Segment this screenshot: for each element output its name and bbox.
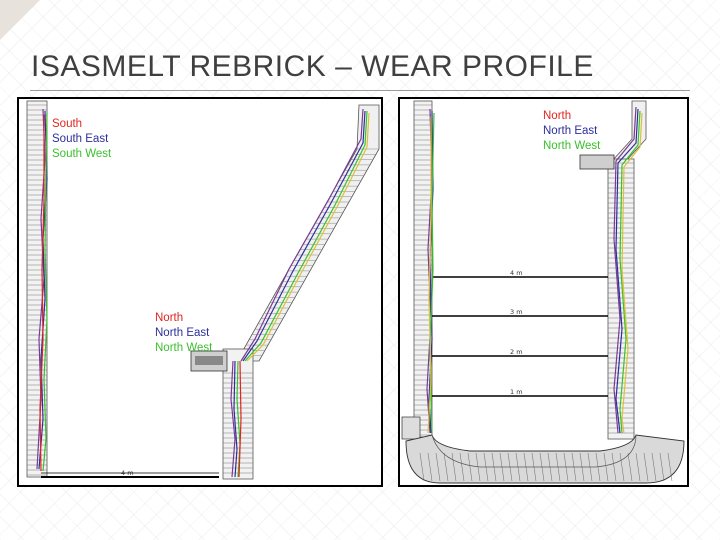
sloped-roof-bricks <box>236 104 380 362</box>
legend-south-west: South West <box>52 148 112 160</box>
dimension-label-4m: 4 m <box>121 469 134 477</box>
legend-north: North <box>155 312 184 324</box>
legend-north-east: North East <box>155 327 210 339</box>
level-label-4m: 4 m <box>510 269 523 277</box>
legend-north-east: North East <box>543 125 598 137</box>
right-wall-wear-lines <box>230 360 242 478</box>
level-label-3m: 3 m <box>510 308 523 316</box>
legend-north-group-left: North North East North West <box>155 311 212 356</box>
level-lines <box>432 276 608 397</box>
slide-title: ISASMELT REBRICK – WEAR PROFILE <box>31 50 594 83</box>
legend-north: North <box>543 110 572 122</box>
left-furnace-section-drawing <box>26 100 380 480</box>
right-panel-right-wall-wear-lines <box>613 106 643 434</box>
legend-north-group-right: North North East North West <box>543 109 600 154</box>
level-label-2m: 2 m <box>510 348 523 356</box>
legend-north-west: North West <box>155 342 213 354</box>
left-wear-profile-panel: South South East South West North North … <box>17 97 383 487</box>
title-underline <box>30 90 690 91</box>
legend-south-east: South East <box>52 133 109 145</box>
legend-south-group: South South East South West <box>52 117 111 162</box>
hearth-bricks <box>405 434 685 484</box>
right-wear-profile-panel: North North East North West 4 m 3 m 2 m … <box>398 97 689 487</box>
legend-south: South <box>52 118 83 130</box>
corner-decoration <box>0 0 40 40</box>
right-wall-bricks <box>190 348 254 480</box>
left-wall-wear-lines <box>36 108 48 472</box>
slope-wear-lines <box>240 108 370 362</box>
right-furnace-section-drawing <box>401 100 685 484</box>
legend-north-west: North West <box>543 140 601 152</box>
right-panel-left-wall-wear-lines <box>426 108 435 434</box>
level-label-1m: 1 m <box>510 388 523 396</box>
